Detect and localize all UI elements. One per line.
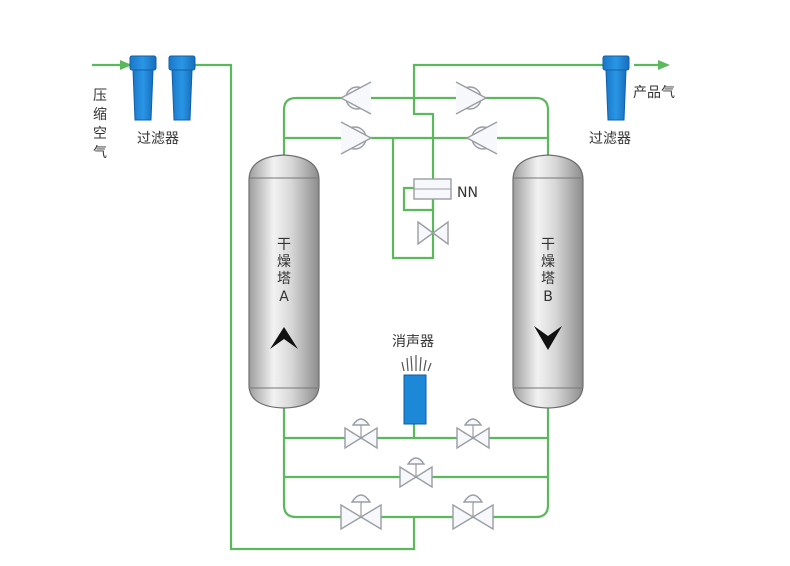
control-valve-middle xyxy=(399,457,433,489)
tower-b-label-char: 塔 xyxy=(541,271,555,287)
bottom-pipe xyxy=(282,405,550,519)
outlet-filter xyxy=(602,55,630,121)
tower-b-label-char: 燥 xyxy=(541,254,555,270)
control-valve-bottom-left xyxy=(340,494,382,531)
inlet-label: 压 缩 空 气 xyxy=(93,88,107,161)
inlet-filter-2 xyxy=(168,55,196,121)
pressure-regulator xyxy=(413,178,452,200)
pipes xyxy=(92,60,670,551)
inlet-filter-1 xyxy=(129,55,157,121)
inlet-main-pipe xyxy=(195,63,416,551)
control-valve-bottom-right xyxy=(452,494,494,531)
tower-a-label-char: 燥 xyxy=(277,254,291,270)
inlet-filter-label: 过滤器 xyxy=(137,131,179,147)
spring-symbol: NN xyxy=(457,185,478,201)
tower-a-label-char: A xyxy=(279,289,289,305)
exhaust-lines-icon xyxy=(401,355,432,372)
silencer-label: 消声器 xyxy=(392,334,434,350)
outlet-pipe xyxy=(412,63,605,98)
check-valve-mid-left xyxy=(340,121,373,155)
silencer xyxy=(401,355,432,425)
throttle-valve xyxy=(417,220,449,246)
inlet-label-char: 空 xyxy=(93,126,107,142)
tower-a-label-char: 干 xyxy=(277,237,291,253)
control-valve-silencer-left xyxy=(344,418,378,450)
inlet-label-char: 压 xyxy=(93,88,107,104)
inlet-arrow-icon xyxy=(120,60,132,70)
outlet-arrow-icon xyxy=(658,60,670,70)
regulator-bypass xyxy=(402,186,435,212)
tower-a-label: 干 燥 塔 A xyxy=(277,237,291,305)
flow-up-arrow-icon xyxy=(270,327,298,349)
inlet-label-char: 缩 xyxy=(93,107,107,123)
top-left-pipe xyxy=(282,96,550,157)
inlet-label-char: 气 xyxy=(93,145,107,161)
outlet-label: 产品气 xyxy=(633,85,675,101)
tower-b-label-char: B xyxy=(543,289,553,305)
check-valve-mid-right xyxy=(465,121,498,155)
check-valve-top-right xyxy=(455,81,488,115)
flow-down-arrow-icon xyxy=(534,326,562,350)
tower-b xyxy=(512,154,584,409)
tower-b-label-char: 干 xyxy=(541,237,555,253)
tower-b-label: 干 燥 塔 B xyxy=(541,237,555,305)
check-valve-top-left xyxy=(339,81,372,115)
tower-a xyxy=(248,154,320,409)
tower-a-label-char: 塔 xyxy=(277,271,291,287)
outlet-filter-label: 过滤器 xyxy=(589,131,631,147)
control-valve-silencer-right xyxy=(456,418,490,450)
outlet-jog xyxy=(412,98,435,138)
